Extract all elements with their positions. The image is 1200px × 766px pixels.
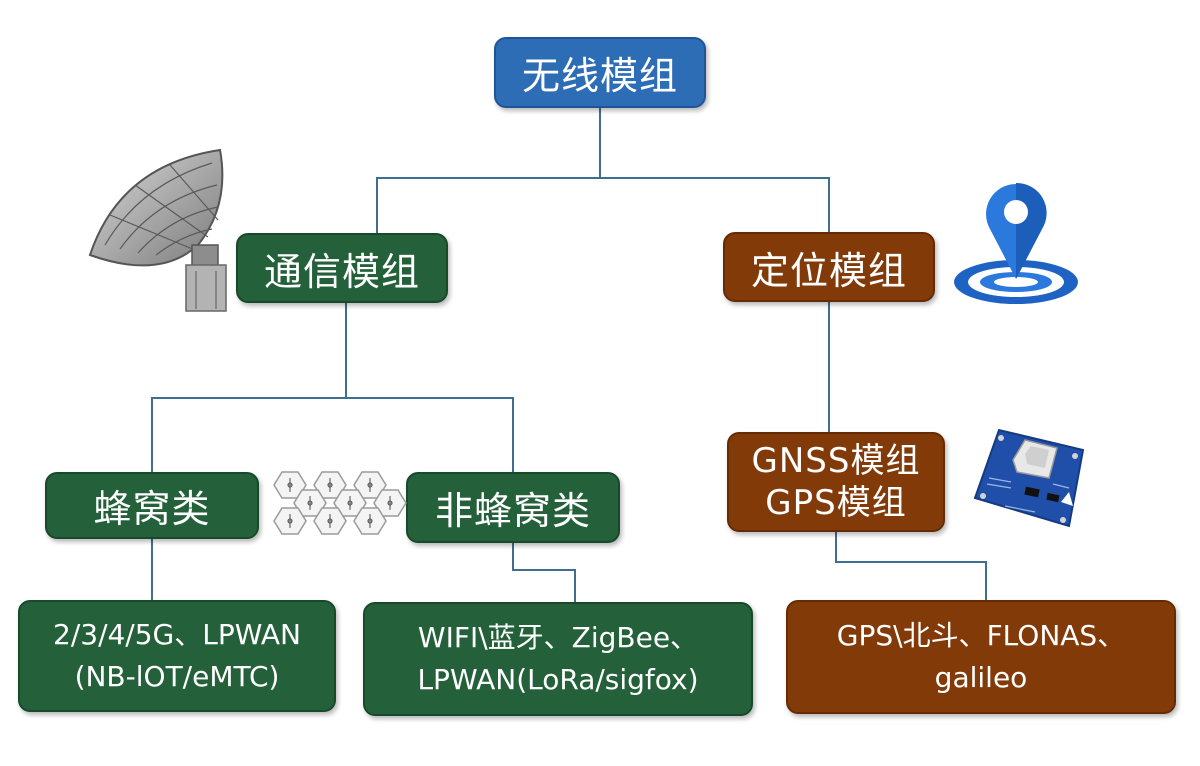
satellite-dish-icon — [88, 148, 227, 312]
cellular-node: 蜂窝类 — [45, 472, 259, 539]
root-label: 无线模组 — [521, 54, 678, 98]
connector-noncellular-detail — [512, 543, 576, 602]
non-cellular-detail-line2: LPWAN(LoRa/sigfox) — [417, 663, 699, 696]
positioning-module-node: 定位模组 — [723, 232, 935, 302]
positioning-module-label: 定位模组 — [750, 248, 907, 293]
gnss-gps-module-node: GNSS模组 GPS模组 — [727, 432, 945, 532]
connector-communication-branch — [151, 397, 514, 472]
connector-root-branch — [376, 177, 830, 233]
communication-module-label: 通信模组 — [263, 249, 420, 294]
location-pin-icon — [954, 182, 1078, 304]
gnss-module-label: GNSS模组 — [751, 441, 921, 481]
non-cellular-label: 非蜂窝类 — [434, 489, 591, 533]
non-cellular-detail-line1: WIFI\蓝牙、ZigBee、 — [417, 621, 699, 654]
positioning-systems-line1: GPS\北斗、FLONAS、 — [836, 619, 1126, 652]
connector-gnss-systems — [835, 532, 987, 600]
cellular-detail-line1: 2/3/4/5G、LPWAN — [53, 618, 301, 651]
cellular-detail-line2: (NB-lOT/eMTC) — [74, 660, 280, 693]
non-cellular-node: 非蜂窝类 — [406, 472, 620, 543]
gnss-circuit-board-icon — [973, 428, 1085, 528]
cellular-label: 蜂窝类 — [93, 487, 211, 531]
communication-module-node: 通信模组 — [236, 233, 448, 303]
cellular-detail-node: 2/3/4/5G、LPWAN (NB-lOT/eMTC) — [18, 600, 336, 712]
hexagon-antenna-array-icon — [273, 471, 407, 535]
positioning-systems-node: GPS\北斗、FLONAS、 galileo — [786, 600, 1176, 714]
positioning-systems-line2: galileo — [934, 661, 1028, 694]
gps-module-label: GPS模组 — [765, 483, 907, 523]
non-cellular-detail-node: WIFI\蓝牙、ZigBee、 LPWAN(LoRa/sigfox) — [363, 602, 753, 716]
root-node: 无线模组 — [494, 37, 706, 108]
